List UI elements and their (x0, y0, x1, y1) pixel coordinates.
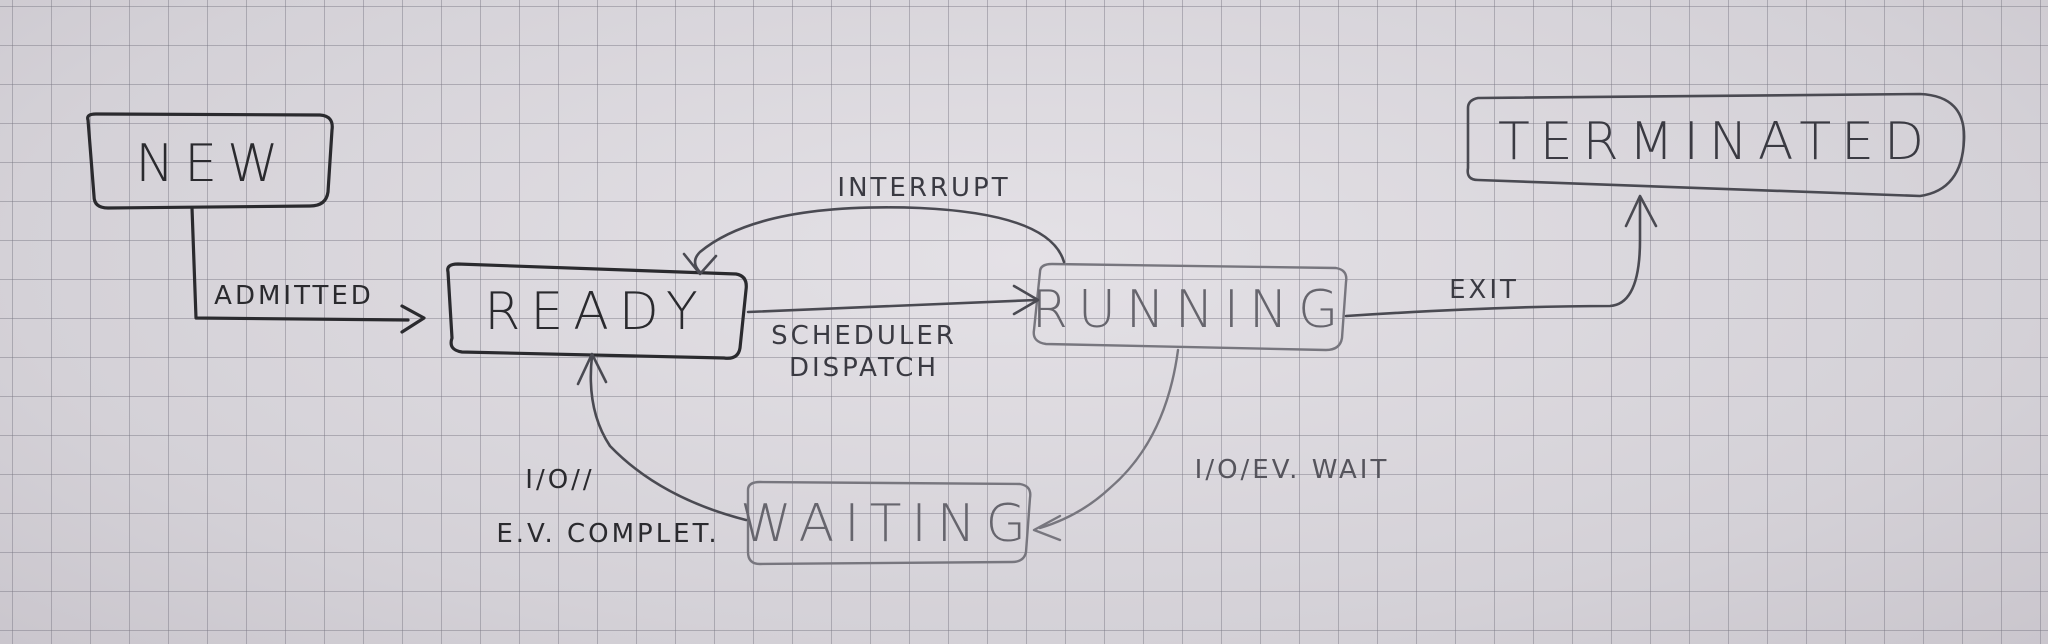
label-io-complete-2: E.V. COMPLET. (496, 519, 719, 549)
state-ready-outline (446, 262, 748, 360)
arrowhead-io-wait (1032, 514, 1062, 542)
state-running-outline (1032, 262, 1348, 352)
arrow-exit (1344, 198, 1642, 318)
state-new-label: NEW (135, 134, 288, 194)
arrowhead-scheduler-dispatch (1012, 284, 1040, 316)
arrowhead-exit (1624, 194, 1658, 228)
state-running: RUNNING (1032, 262, 1349, 352)
state-terminated-label: TERMINATED (1498, 112, 1934, 172)
transition-interrupt: INTERRUPT (682, 173, 1066, 276)
arrow-io-wait (1038, 348, 1180, 530)
arrow-scheduler-dispatch (746, 298, 1038, 314)
arrow-interrupt (693, 206, 1066, 274)
state-ready-label: READY (484, 282, 708, 342)
transition-scheduler-dispatch: SCHEDULER DISPATCH (746, 284, 1040, 383)
state-terminated-outline (1466, 92, 1966, 198)
state-ready: READY (446, 262, 748, 360)
state-new-outline (86, 112, 334, 210)
label-interrupt: INTERRUPT (837, 173, 1010, 203)
state-waiting-label: WAITING (740, 494, 1036, 554)
arrowhead-io-complete (576, 352, 608, 386)
state-running-label: RUNNING (1032, 280, 1349, 340)
transition-exit: EXIT (1344, 194, 1658, 318)
arrow-admitted (190, 206, 410, 322)
label-io-wait: I/O/EV. WAIT (1195, 455, 1390, 485)
state-terminated: TERMINATED (1466, 92, 1966, 198)
arrow-io-complete (589, 354, 748, 522)
label-dispatch: DISPATCH (789, 353, 939, 383)
label-scheduler: SCHEDULER (771, 321, 957, 351)
arrowhead-interrupt (682, 252, 718, 276)
state-waiting: WAITING (740, 480, 1036, 566)
label-exit: EXIT (1449, 275, 1519, 305)
transition-admitted: ADMITTED (190, 206, 426, 334)
state-waiting-outline (746, 480, 1032, 566)
arrowhead-admitted (400, 304, 426, 334)
state-new: NEW (86, 112, 334, 210)
label-io-complete-1: I/O// (525, 465, 594, 495)
transition-io-wait: I/O/EV. WAIT (1032, 348, 1390, 542)
transition-io-complete: I/O// E.V. COMPLET. (496, 352, 748, 549)
label-admitted: ADMITTED (214, 281, 374, 311)
